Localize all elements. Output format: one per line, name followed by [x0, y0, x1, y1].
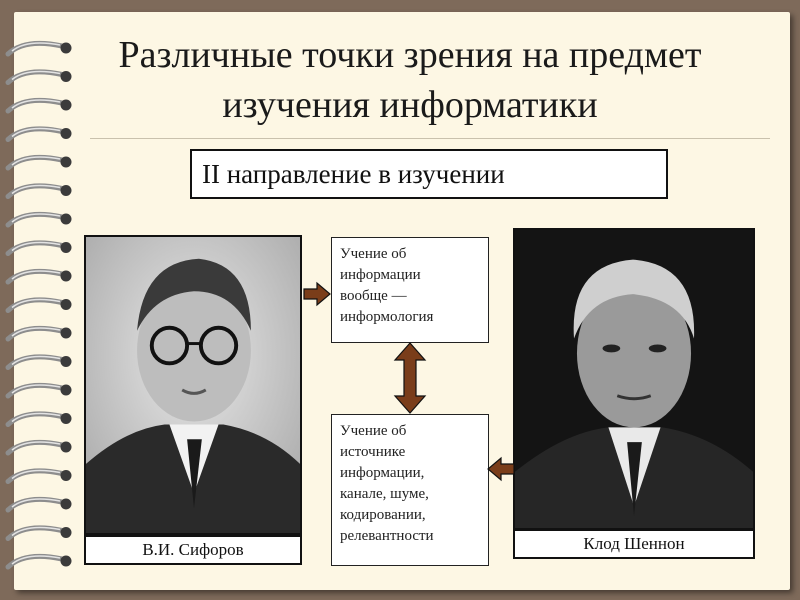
portrait-photo-icon	[515, 230, 753, 528]
binding-hole	[60, 128, 72, 139]
info-line: Учение об	[340, 246, 407, 262]
portrait-siforov	[84, 235, 302, 535]
info-line: Учение об	[340, 423, 407, 439]
spiral-ring-highlight	[11, 298, 61, 309]
spiral-ring-highlight	[11, 526, 61, 537]
name-box-right: Клод Шеннон	[513, 529, 755, 559]
binding-hole	[60, 299, 72, 310]
spiral-ring-highlight	[11, 469, 61, 480]
portrait-photo-icon	[86, 237, 300, 533]
spiral-ring-highlight	[11, 412, 61, 423]
binding-hole	[60, 527, 72, 538]
binding-hole	[60, 327, 72, 339]
name-siforov: В.И. Сифоров	[142, 540, 244, 559]
binding-hole	[60, 441, 72, 453]
info-box-source: Учение об источнике информации, канале, …	[331, 414, 489, 566]
info-line: вообще —	[340, 288, 407, 304]
subtitle-box: II направление в изучении	[190, 149, 668, 199]
spiral-ring-highlight	[11, 384, 61, 394]
binding-hole	[60, 413, 72, 424]
spiral-ring-highlight	[11, 270, 61, 280]
arrow-left-icon	[487, 456, 515, 482]
binding-hole	[60, 213, 72, 225]
name-shannon: Клод Шеннон	[583, 534, 685, 553]
info-line: информации	[340, 267, 421, 283]
title-line-1: Различные точки зрения на предмет	[118, 34, 702, 76]
spiral-ring-highlight	[11, 184, 61, 195]
binding-hole	[60, 270, 72, 282]
binding-hole	[60, 498, 72, 510]
spiral-ring-highlight	[11, 70, 61, 81]
info-line: релевантности	[340, 528, 434, 544]
info-box-informology: Учение об информации вообще — информолог…	[331, 237, 489, 343]
info-line: источнике	[340, 444, 406, 460]
binding-hole	[60, 99, 72, 111]
spiral-ring-highlight	[11, 355, 61, 366]
spiral-binding	[5, 40, 72, 570]
binding-hole	[60, 470, 72, 481]
binding-hole	[60, 242, 72, 253]
binding-hole	[60, 71, 72, 82]
binding-hole	[60, 156, 72, 168]
spiral-ring-highlight	[11, 555, 61, 565]
title-line-2: изучения информатики	[222, 84, 598, 126]
spiral-ring-highlight	[11, 127, 61, 138]
binding-hole	[60, 555, 72, 567]
info-line: канале, шуме,	[340, 486, 429, 502]
spiral-ring-highlight	[11, 241, 61, 252]
info-line: кодировании,	[340, 507, 426, 523]
spiral-ring-highlight	[11, 327, 61, 337]
binding-hole	[60, 356, 72, 367]
spiral-ring-highlight	[11, 99, 61, 109]
double-arrow-vertical-icon	[393, 342, 427, 414]
arrow-right-icon	[303, 281, 331, 307]
info-line: информология	[340, 309, 434, 325]
spiral-ring-highlight	[11, 42, 61, 52]
spiral-ring-highlight	[11, 156, 61, 166]
spiral-ring-highlight	[11, 213, 61, 223]
slide-title: Различные точки зрения на предмет изучен…	[60, 30, 760, 130]
subtitle-text: II направление в изучении	[202, 159, 505, 189]
info-line: информации,	[340, 465, 425, 481]
title-divider	[90, 138, 770, 139]
portrait-shannon	[513, 228, 755, 530]
binding-hole	[60, 384, 72, 396]
binding-hole	[60, 42, 72, 54]
spiral-ring-highlight	[11, 441, 61, 451]
binding-hole	[60, 185, 72, 196]
spiral-ring-highlight	[11, 498, 61, 508]
name-box-left: В.И. Сифоров	[84, 535, 302, 565]
